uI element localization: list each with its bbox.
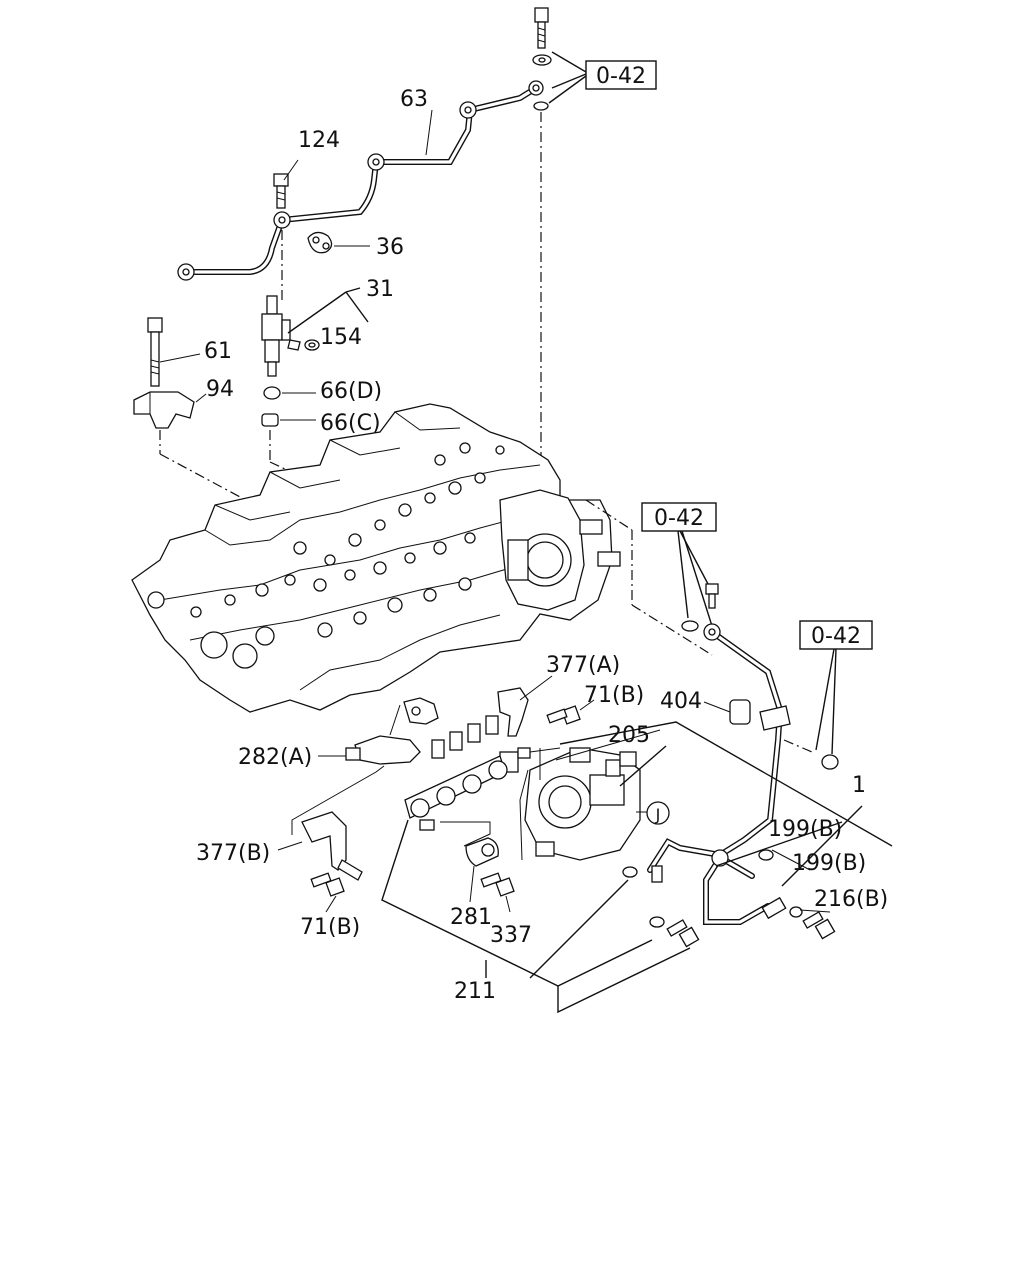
label-71b-top: 71(B) bbox=[584, 683, 644, 708]
bolt-124 bbox=[273, 159, 299, 209]
reference-label-top: 0-42 bbox=[596, 64, 646, 89]
reference-label-middle: 0-42 bbox=[654, 506, 704, 531]
label-282a: 282(A) bbox=[238, 745, 312, 770]
bolt-0-42-middle bbox=[677, 530, 719, 632]
label-124: 124 bbox=[298, 128, 340, 153]
leak-off-pipe-63 bbox=[177, 80, 544, 281]
cylinder-head bbox=[131, 403, 713, 713]
label-205: 205 bbox=[608, 723, 650, 748]
part-labels: 63 124 36 31 154 61 94 66(D) 66(C) 377(A… bbox=[196, 87, 888, 1004]
injector-31 bbox=[261, 287, 369, 377]
bolt-bottom bbox=[649, 916, 700, 948]
label-94: 94 bbox=[206, 377, 234, 402]
common-rail-211 bbox=[404, 715, 508, 831]
marker-j: J bbox=[655, 805, 661, 824]
label-1: 1 bbox=[852, 773, 866, 798]
bolt-337 bbox=[480, 872, 515, 913]
clip-281 bbox=[465, 837, 499, 903]
label-36: 36 bbox=[376, 235, 404, 260]
label-377b: 377(B) bbox=[196, 841, 270, 866]
label-66c: 66(C) bbox=[320, 411, 381, 436]
bracket-282a bbox=[318, 697, 439, 765]
top-bolt-assembly bbox=[532, 7, 587, 470]
label-211: 211 bbox=[454, 979, 496, 1004]
label-71b-bottom: 71(B) bbox=[300, 915, 360, 940]
reference-box-right[interactable]: 0-42 bbox=[799, 620, 873, 650]
reference-label-right: 0-42 bbox=[811, 624, 861, 649]
label-61: 61 bbox=[204, 339, 232, 364]
reference-box-top[interactable]: 0-42 bbox=[585, 60, 657, 90]
stud-61 bbox=[147, 317, 201, 387]
clamp-94 bbox=[133, 391, 256, 560]
washer-36 bbox=[281, 230, 370, 300]
sleeve-404 bbox=[703, 699, 751, 725]
o-ring-66d bbox=[263, 386, 316, 400]
bracket-377b bbox=[277, 811, 363, 913]
return-pipe bbox=[622, 623, 803, 925]
label-63: 63 bbox=[400, 87, 428, 112]
label-337: 337 bbox=[490, 923, 532, 948]
label-154: 154 bbox=[320, 325, 362, 350]
label-404: 404 bbox=[660, 689, 702, 714]
label-199b-lower: 199(B) bbox=[792, 851, 866, 876]
bolt-0-42-right bbox=[783, 648, 839, 770]
leader-lines bbox=[291, 721, 893, 1014]
supply-pump-205: J bbox=[519, 729, 670, 861]
label-31: 31 bbox=[366, 277, 394, 302]
reference-box-middle[interactable]: 0-42 bbox=[641, 502, 717, 532]
label-66d: 66(D) bbox=[320, 379, 382, 404]
bracket-377a bbox=[497, 675, 595, 737]
label-377a: 377(A) bbox=[546, 653, 620, 678]
bolt-216 bbox=[802, 911, 836, 940]
label-216b: 216(B) bbox=[814, 887, 888, 912]
label-199b-upper: 199(B) bbox=[768, 817, 842, 842]
label-281: 281 bbox=[450, 905, 492, 930]
